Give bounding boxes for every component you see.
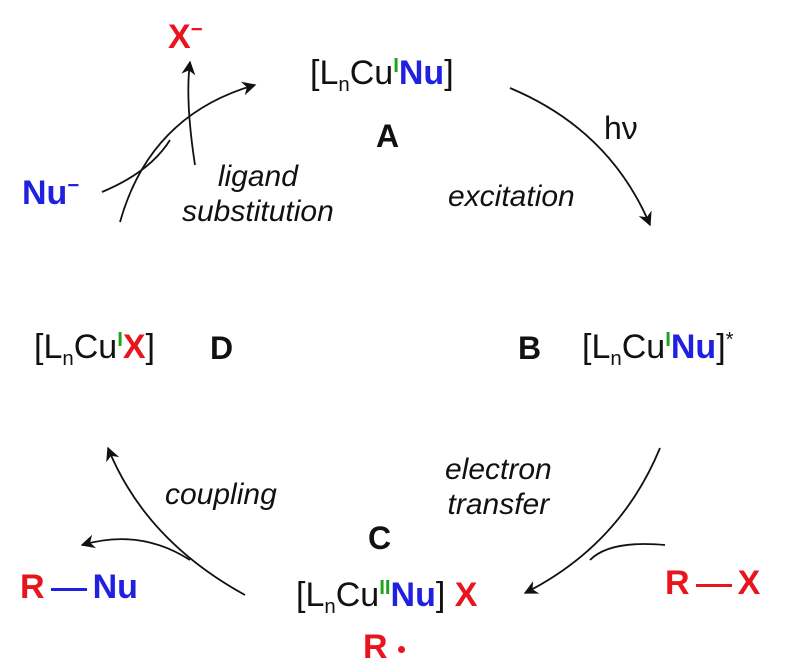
complex-d-label: D [210, 330, 234, 366]
complex-b-label: B [518, 330, 542, 366]
rx-entry-curve [589, 543, 666, 561]
complex-b-formula: [LnCuINu]* [582, 328, 734, 370]
coupling-label: coupling [165, 478, 277, 511]
excitation-arrow [509, 87, 652, 227]
complex-a-label: A [376, 118, 400, 154]
rnu-exit-arrow [80, 534, 191, 561]
x-exit-arrow [181, 60, 196, 166]
electron-transfer-arrow [523, 447, 661, 594]
complex-c-formula: [LnCuIINu] X [296, 576, 478, 618]
hv-label: hν [604, 110, 638, 146]
nu-entry-curve [101, 139, 171, 193]
complex-a-formula: [LnCuINu] [310, 54, 454, 96]
radical-dot [397, 645, 405, 653]
complex-d-formula: [LnCuIX] [34, 328, 155, 370]
ligand-substitution-arrow [119, 81, 257, 223]
complex-c-label: C [368, 520, 392, 556]
x-minus: X− [168, 18, 203, 56]
radical-r: R [363, 630, 405, 664]
excitation-label: excitation [448, 180, 575, 213]
nu-minus: Nu− [22, 174, 80, 212]
coupling-arrow [106, 446, 246, 596]
